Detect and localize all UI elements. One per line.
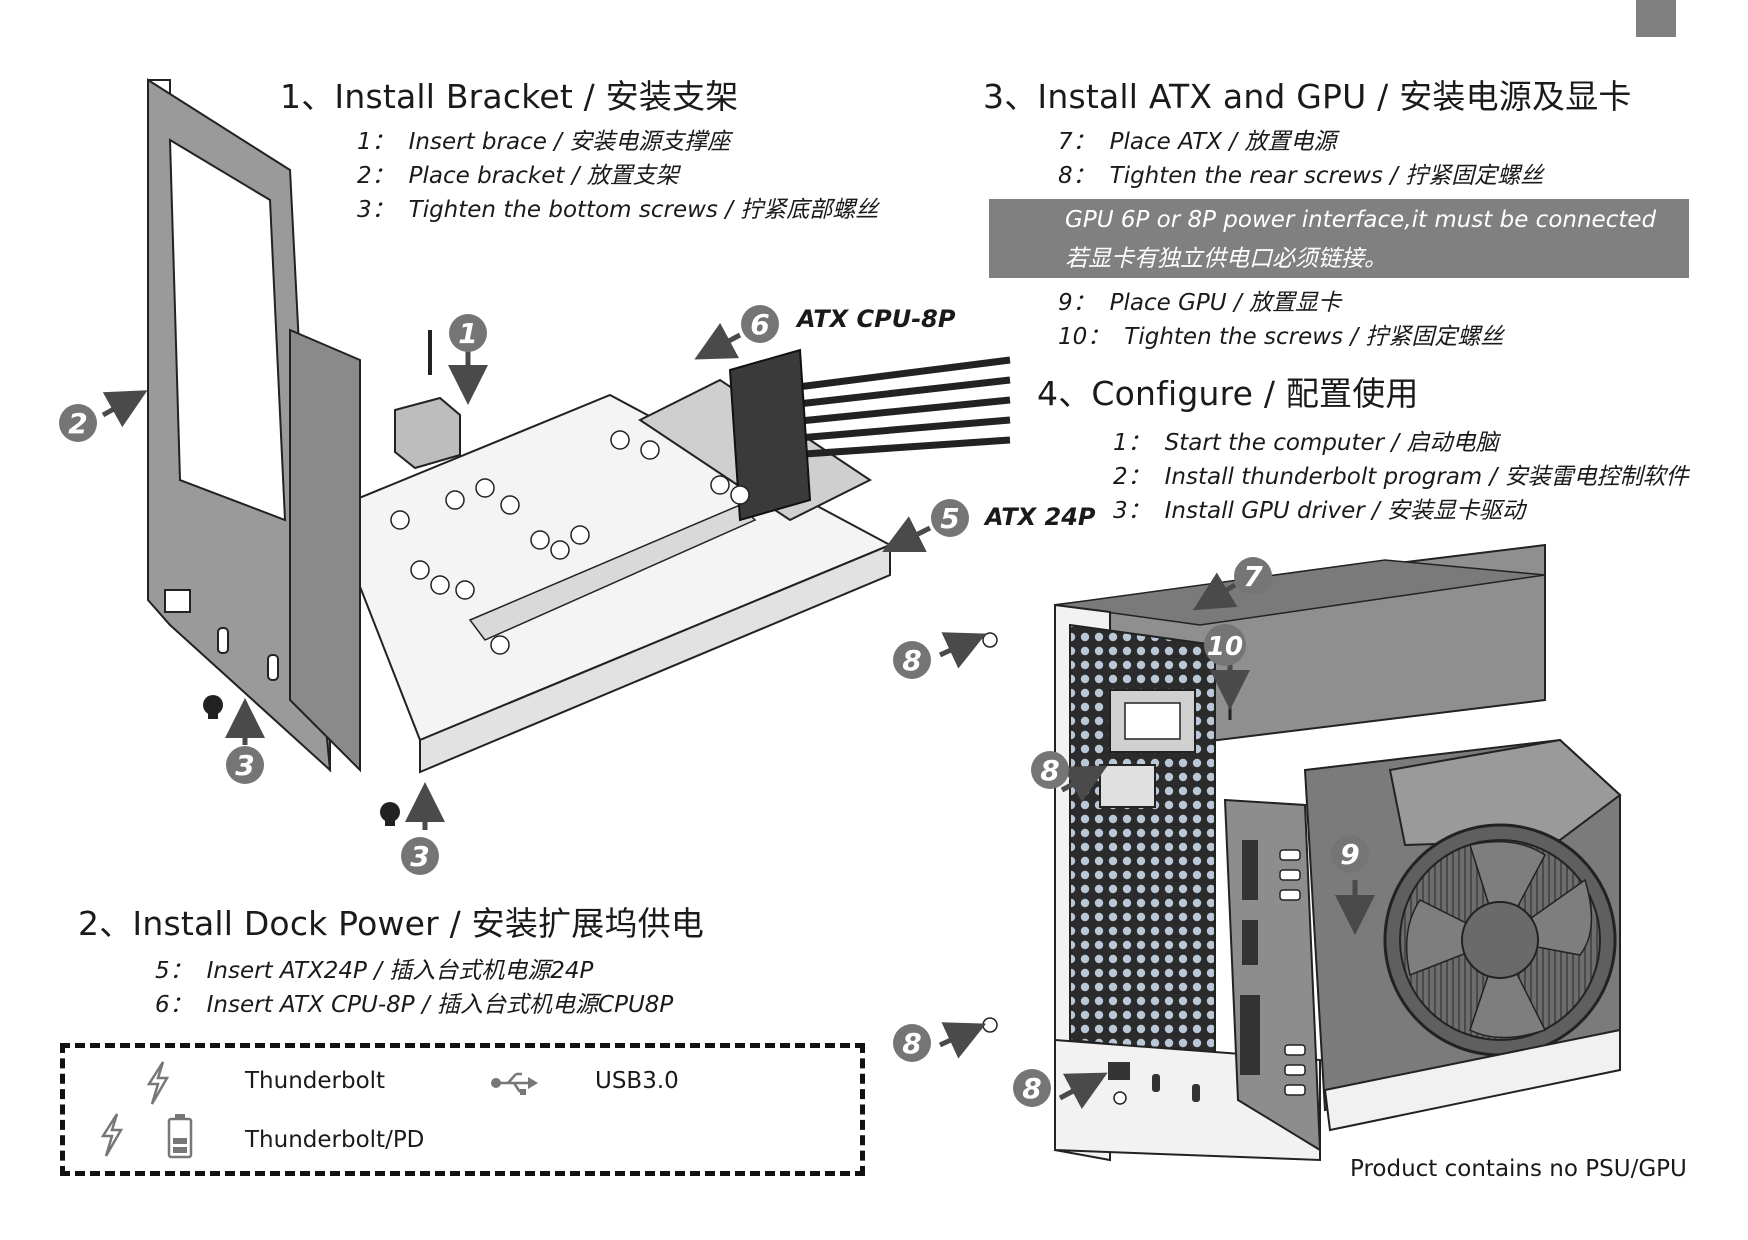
- badge-7: 7: [1234, 557, 1272, 595]
- svg-text:1: 1: [458, 317, 477, 350]
- badge-1: 1: [449, 314, 487, 352]
- badge-3b: 3: [401, 837, 439, 875]
- section1-title: 1、Install Bracket / 安装支架: [280, 77, 739, 116]
- legend-thunderbolt-pd-label: Thunderbolt/PD: [245, 1127, 425, 1153]
- section4-step: 1：Start the computer / 启动电脑: [1113, 430, 1499, 456]
- section2-title: 2、Install Dock Power / 安装扩展坞供电: [78, 904, 705, 943]
- svg-text:3: 3: [410, 840, 429, 873]
- icon-legend: Thunderbolt USB3.0 Thunderbolt/PD: [60, 1043, 865, 1176]
- section3-step: 9：Place GPU / 放置显卡: [1058, 290, 1341, 316]
- legend-thunderbolt-label: Thunderbolt: [245, 1068, 386, 1094]
- badge-8b: 8: [1031, 751, 1069, 789]
- badge-8c: 8: [893, 1024, 931, 1062]
- atx-cpu-8p-callout: ATX CPU-8P: [797, 305, 956, 333]
- section4-step: 3：Install GPU driver / 安装显卡驱动: [1113, 498, 1526, 524]
- svg-text:8: 8: [902, 644, 921, 677]
- gpu-power-notice: GPU 6P or 8P power interface,it must be …: [989, 199, 1689, 278]
- usb-icon: [491, 1072, 538, 1095]
- section3-step: 7：Place ATX / 放置电源: [1058, 129, 1337, 155]
- psu-gpu-drawing: [938, 543, 1622, 1162]
- badge-10: 10: [1204, 624, 1246, 666]
- legend-usb-label: USB3.0: [595, 1068, 679, 1094]
- badge-5: 5: [931, 499, 969, 537]
- svg-text:8: 8: [902, 1027, 921, 1060]
- svg-text:10: 10: [1207, 632, 1243, 662]
- badge-2: 2: [59, 404, 97, 442]
- section4-title: 4、Configure / 配置使用: [1037, 374, 1419, 413]
- product-footnote: Product contains no PSU/GPU: [1350, 1156, 1687, 1182]
- thunderbolt-icon: [100, 1113, 124, 1157]
- notice-line-en: GPU 6P or 8P power interface,it must be …: [1065, 207, 1657, 233]
- badge-8a: 8: [893, 641, 931, 679]
- section4-step: 2：Install thunderbolt program / 安装雷电控制软件: [1113, 464, 1689, 490]
- thunderbolt-icon: [146, 1061, 170, 1105]
- badge-8d: 8: [1013, 1069, 1051, 1107]
- battery-icon: [167, 1114, 193, 1159]
- section3-step: 8：Tighten the rear screws / 拧紧固定螺丝: [1058, 163, 1544, 189]
- bracket-board-drawing: [101, 78, 1011, 830]
- section1-step: 1：Insert brace / 安装电源支撑座: [357, 129, 731, 155]
- section1-step: 2：Place bracket / 放置支架: [357, 163, 679, 189]
- svg-text:2: 2: [68, 407, 87, 440]
- badge-6: 6: [741, 305, 779, 343]
- notice-line-cn: 若显卡有独立供电口必须链接。: [1065, 246, 1387, 272]
- svg-text:3: 3: [235, 749, 254, 782]
- badge-3a: 3: [226, 746, 264, 784]
- corner-tab: [1636, 0, 1676, 37]
- section1-step: 3：Tighten the bottom screws / 拧紧底部螺丝: [357, 197, 879, 223]
- svg-text:8: 8: [1040, 754, 1059, 787]
- svg-text:8: 8: [1022, 1072, 1041, 1105]
- section3-step: 10：Tighten the screws / 拧紧固定螺丝: [1058, 324, 1504, 350]
- section3-title: 3、Install ATX and GPU / 安装电源及显卡: [983, 77, 1632, 116]
- atx-24p-callout: ATX 24P: [985, 503, 1096, 531]
- svg-text:5: 5: [940, 502, 959, 535]
- svg-text:6: 6: [750, 308, 769, 341]
- svg-text:9: 9: [1340, 838, 1359, 871]
- section2-step: 6：Insert ATX CPU-8P / 插入台式机电源CPU8P: [155, 992, 674, 1018]
- section2-step: 5：Insert ATX24P / 插入台式机电源24P: [155, 958, 594, 984]
- svg-text:7: 7: [1243, 560, 1263, 593]
- step-badges: 1 2 3 3 5 6 7 8 8 8 8 9 10: [59, 305, 1369, 1107]
- badge-9: 9: [1331, 835, 1369, 873]
